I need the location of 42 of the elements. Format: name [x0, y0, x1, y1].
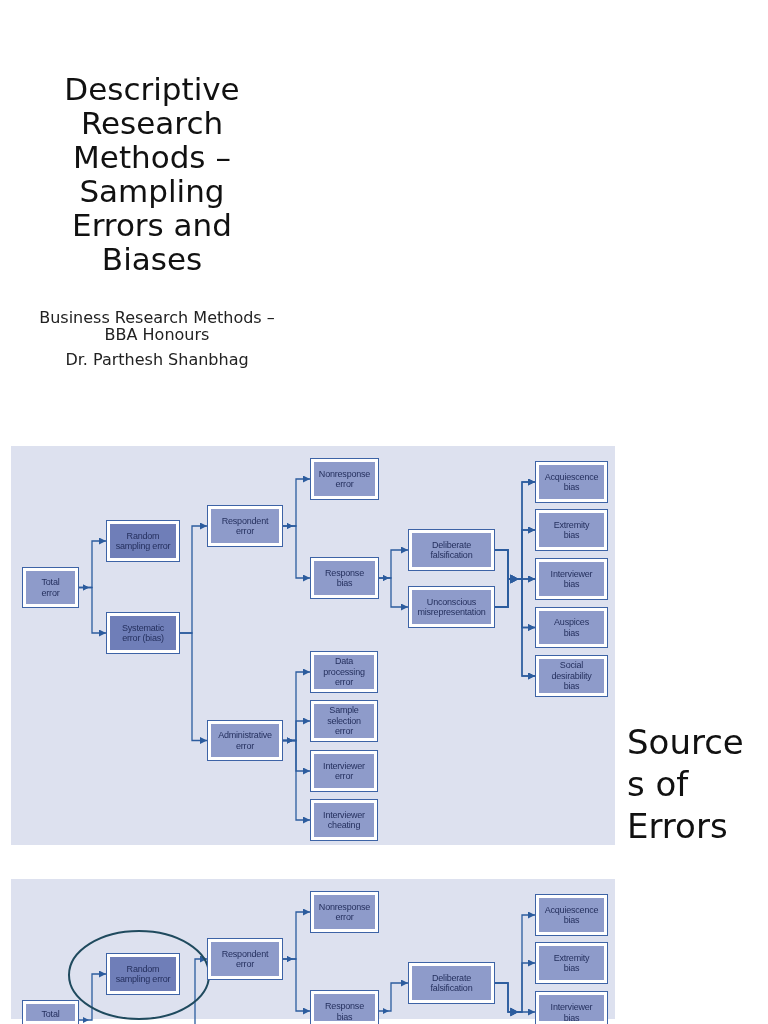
author-name: Dr. Parthesh Shanbhag: [64, 351, 250, 368]
arrow: [494, 575, 536, 680]
arrow: [494, 982, 536, 1016]
category-box: Deliberate falsification: [408, 529, 495, 571]
category-box: Deliberate falsification: [408, 962, 495, 1004]
category-box: Auspices bias: [535, 607, 608, 648]
category-box: Interviewer bias: [535, 991, 608, 1024]
arrow: [378, 575, 409, 611]
arrow: [378, 979, 409, 1014]
category-box: Systematic error (bias): [106, 612, 180, 654]
category-box: Acquiescence bias: [535, 894, 608, 936]
category-box: Interviewer error: [310, 750, 378, 792]
category-box: Interviewer bias: [535, 558, 608, 600]
arrow: [282, 737, 311, 824]
subtitle: Business Research Methods – BBA Honours: [38, 309, 276, 343]
category-box: Random sampling error: [106, 953, 180, 995]
arrow: [282, 523, 311, 582]
category-box: Total error: [22, 567, 79, 608]
category-box: Data processing error: [310, 651, 378, 693]
category-box: Respondent error: [207, 505, 283, 547]
category-box: Administrative error: [207, 720, 283, 761]
arrow: [282, 956, 311, 1015]
category-box: Random sampling error: [106, 520, 180, 562]
category-box: Interviewer cheating: [310, 799, 378, 841]
category-box: Acquiescence bias: [535, 461, 608, 503]
category-box: Nonresponse error: [310, 458, 379, 500]
category-box: Extremity bias: [535, 509, 608, 551]
category-box: Social desirability bias: [535, 655, 608, 697]
arrow: [78, 584, 107, 637]
category-box: Response bias: [310, 557, 379, 599]
category-box: Response bias: [310, 990, 379, 1024]
category-box: Respondent error: [207, 938, 283, 980]
arrow: [179, 632, 208, 744]
arrow: [78, 970, 107, 1023]
category-box: Total: [22, 1000, 79, 1024]
category-box: Extremity bias: [535, 942, 608, 984]
slide-title: Sources of Errors: [627, 721, 745, 847]
category-box: Unconscious misrepresentation: [408, 586, 495, 628]
category-box: Nonresponse error: [310, 891, 379, 933]
arrow: [194, 955, 208, 1024]
slide-title: Descriptive Research Methods – Sampling Errors and Biases: [63, 72, 241, 276]
category-box: Sample selection error: [310, 700, 378, 742]
